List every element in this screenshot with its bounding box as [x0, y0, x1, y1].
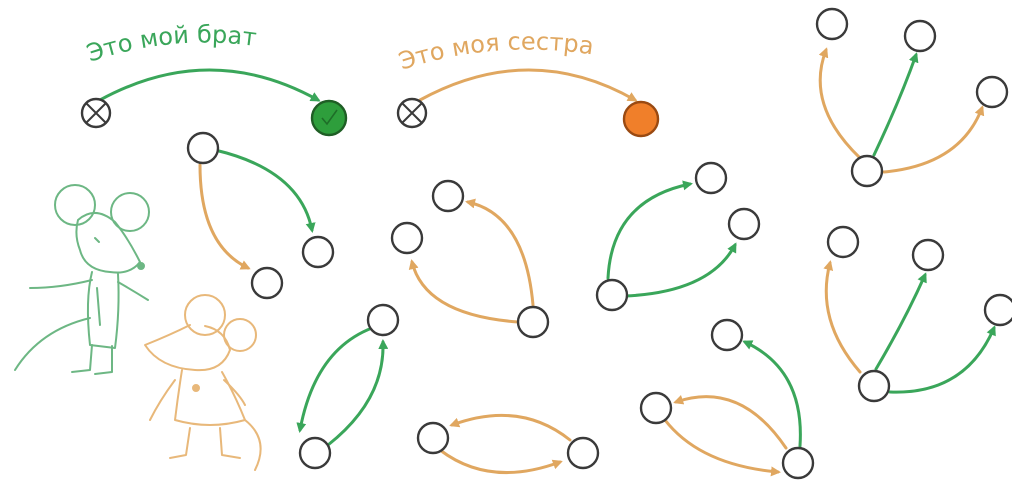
- node: [301, 235, 335, 269]
- node: [298, 436, 332, 470]
- crossed-node-icon: [80, 97, 112, 129]
- relation-group-1: [186, 131, 335, 300]
- node: [250, 266, 284, 300]
- node: [516, 305, 550, 339]
- relation-group-2: [390, 179, 550, 339]
- girl-mouse-illustration: [144, 294, 262, 471]
- node: [566, 436, 600, 470]
- node: [416, 421, 450, 455]
- node: [903, 19, 937, 53]
- node: [826, 225, 860, 259]
- node: [431, 179, 465, 213]
- node: [983, 293, 1012, 327]
- node: [639, 391, 673, 425]
- brother-filled-node: [310, 99, 348, 137]
- relation-group-3: [595, 161, 761, 312]
- relation-group-4: [815, 7, 1009, 188]
- crossed-node-icon: [396, 97, 428, 129]
- legend-sister: Это моя сестра: [395, 27, 660, 138]
- node: [390, 221, 424, 255]
- relation-group-5: [823, 225, 1012, 403]
- node: [186, 131, 220, 165]
- legend-brother-arrow: [98, 68, 321, 102]
- relation-group-6: [296, 303, 400, 470]
- relation-group-8: [639, 318, 815, 480]
- node: [850, 154, 884, 188]
- legend-sister-arrow: [418, 68, 638, 102]
- relation-group-7: [416, 413, 600, 475]
- legend-brother-label: Это мой брат: [83, 20, 258, 67]
- node: [857, 369, 891, 403]
- node: [595, 278, 629, 312]
- sister-filled-node: [622, 100, 660, 138]
- boy-mouse-illustration: [14, 184, 150, 375]
- node: [911, 238, 945, 272]
- legend-brother: Это мой брат: [80, 20, 348, 137]
- node: [815, 7, 849, 41]
- node: [975, 75, 1009, 109]
- check-icon: [321, 109, 338, 126]
- node: [781, 446, 815, 480]
- node: [366, 303, 400, 337]
- legend-sister-label: Это моя сестра: [395, 27, 595, 75]
- node: [710, 318, 744, 352]
- node: [694, 161, 728, 195]
- node: [727, 207, 761, 241]
